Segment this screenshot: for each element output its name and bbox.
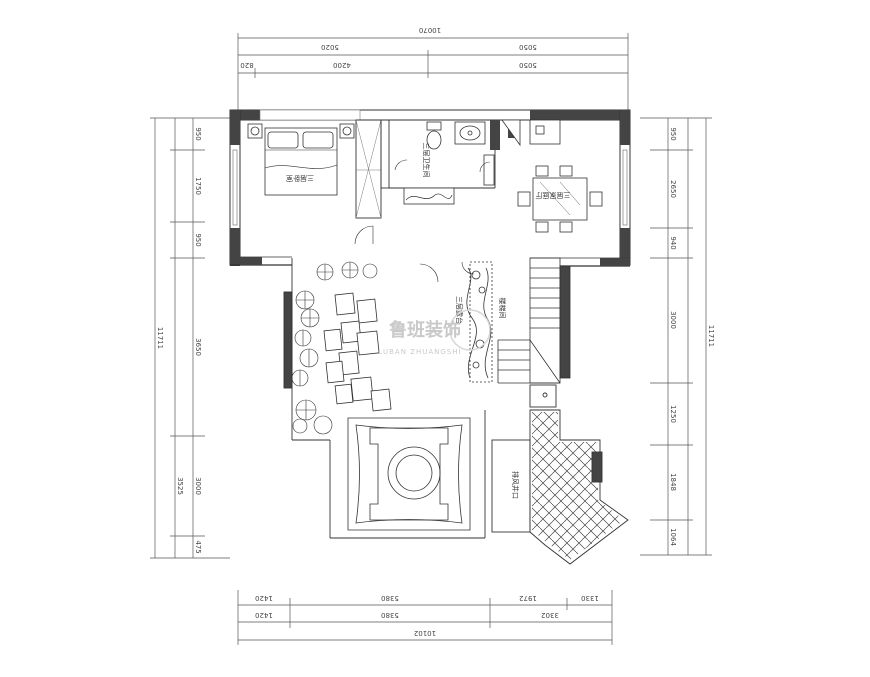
- watermark: 鲁班装饰 LUBAN ZHUANGSHI: [378, 309, 491, 356]
- walls: [229, 109, 631, 267]
- dim-top-r3-c: 5050: [519, 61, 537, 69]
- dim-left-3: 950: [194, 233, 202, 246]
- dim-top-total: 10070: [419, 26, 441, 34]
- dim-top-r3-b: 4200: [333, 61, 351, 69]
- room-air-shaft: 排风井口: [511, 471, 520, 499]
- dim-right-5: 1250: [669, 405, 677, 423]
- herringbone-floor: [532, 412, 624, 560]
- dim-left-4: 3650: [194, 338, 202, 356]
- room-master-bedroom: 三层卧室: [286, 174, 314, 183]
- dim-right-7: 1064: [669, 528, 677, 546]
- dim-bot-r2-c: 3302: [541, 611, 559, 619]
- bottom-dimensions: [237, 590, 613, 645]
- door-swings: [354, 225, 475, 283]
- dim-right-total: 11711: [707, 325, 715, 347]
- shaft-area: [491, 384, 629, 565]
- staircase: [497, 257, 571, 384]
- dim-right-6: 1848: [669, 473, 677, 491]
- right-dimensions: [640, 117, 712, 556]
- dim-bot-r1-c: 1972: [519, 594, 537, 602]
- dim-bot-r1-b: 5380: [381, 594, 399, 602]
- dim-right-3: 940: [669, 236, 677, 249]
- room-terrace: 三层露台: [455, 296, 464, 324]
- room-bathroom: 三层卫生间: [422, 143, 431, 178]
- dim-right-1: 950: [669, 127, 677, 140]
- dim-top-r2-b: 5050: [519, 43, 537, 51]
- dim-bot-r1-d: 1330: [581, 594, 599, 602]
- dim-left-1: 950: [194, 127, 202, 140]
- dim-bot-total: 10102: [414, 629, 436, 637]
- watermark-cn: 鲁班装饰: [389, 319, 461, 341]
- dim-right-2: 2650: [669, 180, 677, 198]
- dim-bot-r1-a: 1420: [255, 594, 273, 602]
- dim-left-total: 11711: [156, 327, 164, 349]
- dim-top-r3-a: 820: [240, 61, 253, 69]
- stepping-stones: [323, 292, 392, 412]
- dim-top-r2-a: 5020: [321, 43, 339, 51]
- ornamental-court: [347, 417, 471, 531]
- bedroom-furniture: [247, 123, 355, 196]
- watermark-en: LUBAN ZHUANGSHI: [378, 348, 461, 356]
- bathroom-fixtures: [394, 121, 495, 205]
- dim-bot-r2-b: 5380: [381, 611, 399, 619]
- dim-left-2: 1750: [194, 177, 202, 195]
- dim-left-5: 3000: [194, 477, 202, 495]
- family-room-furniture: [501, 119, 603, 233]
- left-dimensions: [150, 117, 230, 559]
- room-family: 三层家庭厅: [536, 191, 571, 200]
- dim-left-6: 475: [194, 540, 202, 553]
- room-stair: 楼梯间: [498, 298, 507, 319]
- dim-right-4: 3000: [669, 311, 677, 329]
- plants: [291, 261, 378, 435]
- terrace-outline: [283, 258, 486, 539]
- top-dimensions: [237, 33, 629, 110]
- dim-bot-r2-a: 1420: [255, 611, 273, 619]
- dim-left-sub: 3525: [176, 477, 184, 495]
